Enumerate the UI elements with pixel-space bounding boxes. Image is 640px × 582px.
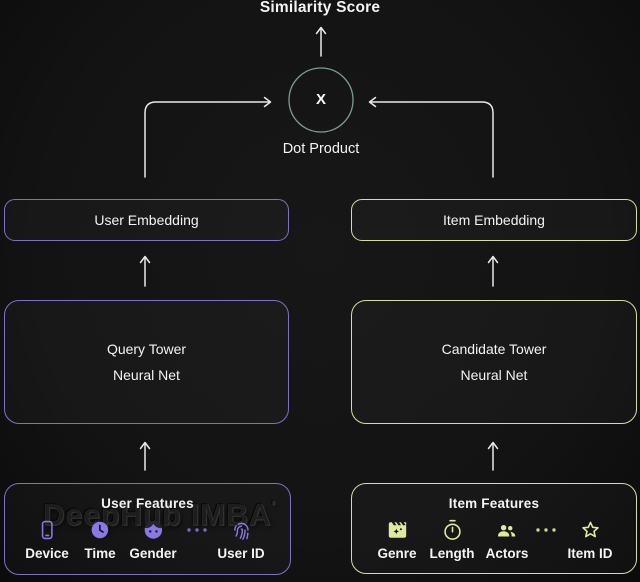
feature-gender: Gender [129, 517, 177, 561]
ellipsis-icon [184, 517, 210, 542]
dot-product-symbol: X [315, 91, 327, 109]
query-tower-label-line2: Neural Net [113, 367, 180, 383]
feature-label: Actors [485, 546, 529, 561]
fingerprint-icon [229, 517, 253, 542]
feature-genre: Genre [377, 517, 417, 561]
feature-time: Time [84, 517, 116, 561]
movie-icon [385, 517, 409, 542]
similarity-score-label: Similarity Score [259, 0, 381, 16]
candidate-tower-label-line1: Candidate Tower [441, 341, 547, 357]
feature-label: User ID [217, 546, 265, 561]
feature-user-id: User ID [217, 517, 265, 561]
feature-label: Length [429, 546, 475, 561]
feature-device: Device [25, 517, 69, 561]
clock-icon [88, 517, 111, 542]
feature-more [184, 517, 210, 542]
feature-item-id: Item ID [567, 517, 613, 561]
candidate-tower-label-line2: Neural Net [460, 367, 528, 383]
item-embedding-box: Item Embedding [351, 199, 637, 241]
item-features-box: Item Features Genre Length [351, 483, 637, 574]
face-icon [141, 517, 165, 542]
arrow-user-embedding-to-dot [144, 96, 272, 178]
stopwatch-icon [440, 517, 464, 542]
watermark-tick: ' [271, 498, 276, 516]
item-embedding-label: Item Embedding [443, 212, 545, 228]
smartphone-icon [36, 517, 58, 542]
ellipsis-icon [533, 517, 559, 542]
user-features-box: User Features Device Time [4, 483, 291, 575]
item-features-title: Item Features [448, 496, 540, 511]
arrow-item-embedding-to-dot [368, 96, 494, 178]
query-tower-label-line1: Query Tower [106, 341, 187, 357]
feature-more [533, 517, 559, 542]
user-embedding-box: User Embedding [4, 199, 289, 241]
feature-label: Genre [377, 546, 417, 561]
candidate-tower-box: Candidate Tower Neural Net [351, 300, 637, 424]
people-icon [494, 517, 520, 542]
feature-label: Gender [129, 546, 177, 561]
feature-length: Length [430, 517, 475, 561]
feature-label: Device [25, 546, 69, 561]
feature-label: Time [84, 546, 116, 561]
query-tower-box: Query Tower Neural Net [4, 300, 289, 424]
user-features-title: User Features [101, 496, 194, 511]
star-icon [578, 517, 602, 542]
feature-actors: Actors [485, 517, 529, 561]
dot-product-circle [288, 67, 354, 133]
dot-product-label: Dot Product [282, 141, 360, 157]
user-embedding-label: User Embedding [94, 212, 199, 228]
feature-label: Item ID [567, 546, 613, 561]
